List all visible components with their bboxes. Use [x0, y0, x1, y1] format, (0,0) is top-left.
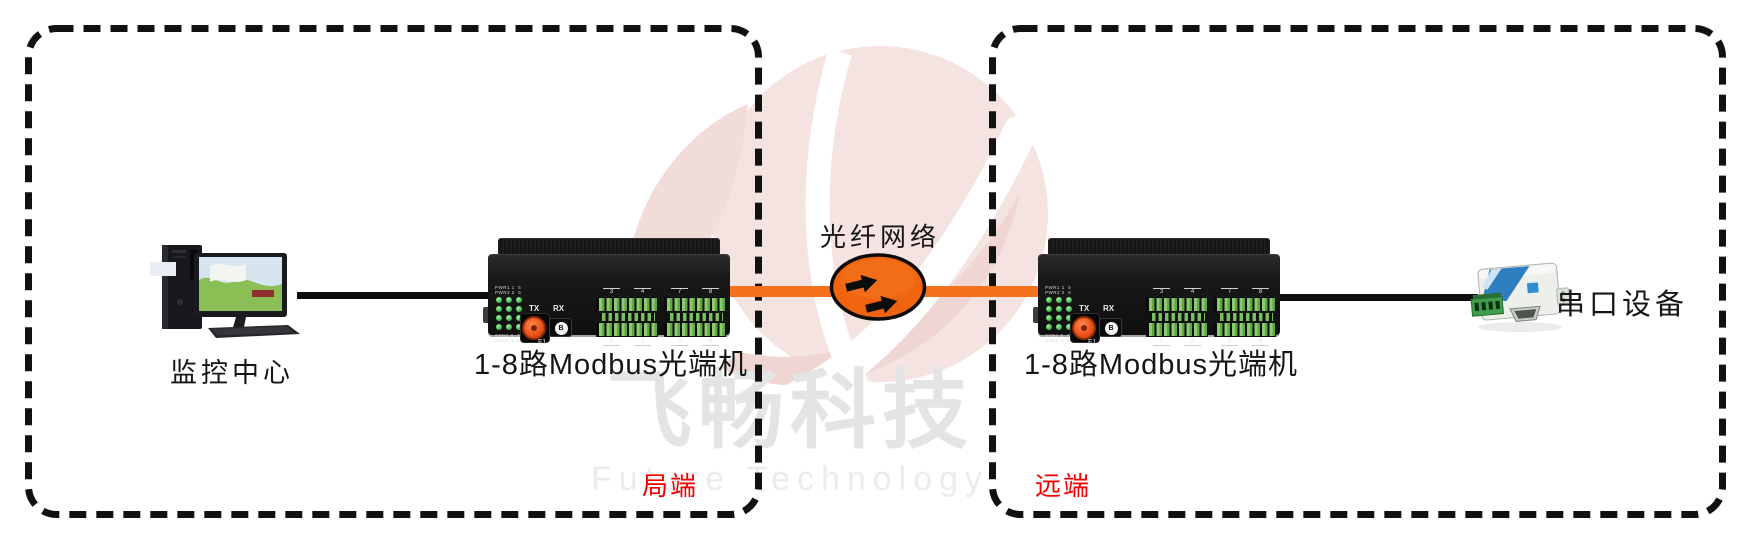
- monitoring-center-label: 监控中心: [170, 358, 294, 388]
- arrow-icon: [845, 274, 878, 293]
- serial-cable-right: [1277, 294, 1478, 301]
- led-label: PWR2 2 6: [495, 290, 522, 295]
- din-rail-clip: [483, 307, 488, 323]
- f1-label: F1: [538, 339, 547, 346]
- device-front-panel: PWR1 1 5 PWR2 2 6 SYN1 3 7 SYN2 4 8 TX R…: [483, 254, 730, 346]
- tx-label: TX: [529, 304, 540, 313]
- remote-zone-label: 远端: [1035, 471, 1092, 501]
- fiber-network-cloud: [829, 253, 927, 321]
- terminal-number: 7: [670, 288, 689, 296]
- led-label: SYN2 4 8: [1045, 338, 1071, 343]
- terminal-strip: [1214, 297, 1276, 312]
- remote-converter-device: PWR1 1 5 PWR2 2 6 SYN1 3 7 SYN2 4 8 TX R…: [1033, 238, 1280, 346]
- terminal-number: 1: [602, 338, 621, 346]
- serial-device-illustration: [1470, 262, 1571, 332]
- terminal-number: 4: [1183, 288, 1202, 296]
- terminal-strip: [1146, 297, 1208, 312]
- terminal-number: 8: [701, 288, 720, 296]
- fc-optical-connector: [1072, 316, 1096, 340]
- rx-optical-port: B: [1099, 318, 1122, 337]
- led-label: PWR1 1 5: [1045, 285, 1072, 290]
- terminal-strip: [1146, 322, 1208, 337]
- terminal-number: 6: [701, 338, 720, 346]
- local-zone-box: [25, 25, 762, 518]
- rx-port-mark: B: [1104, 322, 1118, 335]
- device-top-cap: [498, 238, 720, 255]
- terminal-group: 3 4 1 2: [596, 288, 658, 346]
- mounting-ear: [1556, 287, 1571, 307]
- terminal-strip: [664, 322, 726, 337]
- local-converter-device: PWR1 1 5 PWR2 2 6 SYN1 3 7 SYN2 4 8 TX R…: [483, 238, 730, 346]
- led-indicator-block: PWR1 1 5 PWR2 2 6 SYN1 3 7 SYN2 4 8: [1045, 285, 1079, 343]
- device-top-cap: [1048, 238, 1270, 255]
- terminal-strip: [1217, 313, 1273, 321]
- f1-label: F1: [1088, 339, 1097, 346]
- terminal-number: 2: [1183, 338, 1202, 346]
- led-grid: [496, 297, 529, 331]
- terminal-number: 2: [633, 338, 652, 346]
- fiber-network-label: 光纤网络: [819, 222, 940, 252]
- remote-converter-label: 1-8路Modbus光端机: [1023, 349, 1299, 381]
- terminal-number: 3: [1152, 288, 1171, 296]
- terminal-number: 4: [633, 288, 652, 296]
- fc-optical-connector: [522, 316, 546, 340]
- arrow-icon: [865, 295, 898, 314]
- terminal-strip: [664, 297, 726, 312]
- led-indicator-block: PWR1 1 5 PWR2 2 6 SYN1 3 7 SYN2 4 8: [495, 285, 529, 343]
- terminal-strip: [596, 322, 658, 337]
- din-rail-clip: [1033, 307, 1038, 323]
- rx-port-mark: B: [554, 322, 568, 335]
- modbus-optical-converter: PWR1 1 5 PWR2 2 6 SYN1 3 7 SYN2 4 8 TX R…: [483, 238, 730, 346]
- terminal-number: 1: [1152, 338, 1171, 346]
- terminal-number: 5: [670, 338, 689, 346]
- modbus-optical-converter: PWR1 1 5 PWR2 2 6 SYN1 3 7 SYN2 4 8 TX R…: [1033, 238, 1280, 346]
- led-label: SYN1 3 7: [1045, 333, 1071, 338]
- logo-mark: [1526, 282, 1539, 294]
- remote-zone-box: [989, 25, 1726, 518]
- terminal-number: 8: [1251, 288, 1270, 296]
- terminal-group: 7 8 5 6: [664, 288, 726, 346]
- led-label: PWR1 1 5: [495, 285, 522, 290]
- terminal-number: 7: [1220, 288, 1239, 296]
- tx-label: TX: [1079, 304, 1090, 313]
- led-label: SYN2 4 8: [495, 338, 521, 343]
- led-grid: [1046, 297, 1079, 331]
- device-front-panel: PWR1 1 5 PWR2 2 6 SYN1 3 7 SYN2 4 8 TX R…: [1033, 254, 1280, 346]
- terminal-number: 3: [602, 288, 621, 296]
- terminal-number: 6: [1251, 338, 1270, 346]
- terminal-number: 5: [1220, 338, 1239, 346]
- terminal-group: 7 8 5 6: [1214, 288, 1276, 346]
- terminal-blocks: 3 4 1 2 7 8: [596, 288, 726, 346]
- serial-device-label: 串口设备: [1556, 289, 1689, 321]
- local-converter-label: 1-8路Modbus光端机: [473, 349, 749, 381]
- led-label: PWR2 2 6: [1045, 290, 1072, 295]
- terminal-strip: [667, 313, 723, 321]
- terminal-blocks: 3 4 1 2 7 8: [1146, 288, 1276, 346]
- monitoring-computer-illustration: [150, 245, 300, 338]
- terminal-strip: [1214, 322, 1276, 337]
- terminal-strip: [596, 297, 658, 312]
- rx-optical-port: B: [549, 318, 572, 337]
- local-zone-label: 局端: [642, 471, 699, 501]
- serial-cable-left: [297, 292, 493, 299]
- terminal-strip: [1149, 313, 1205, 321]
- rx-label: RX: [1103, 304, 1115, 313]
- led-label: SYN1 3 7: [495, 333, 521, 338]
- terminal-strip: [599, 313, 655, 321]
- terminal-group: 3 4 1 2: [1146, 288, 1208, 346]
- rx-label: RX: [553, 304, 565, 313]
